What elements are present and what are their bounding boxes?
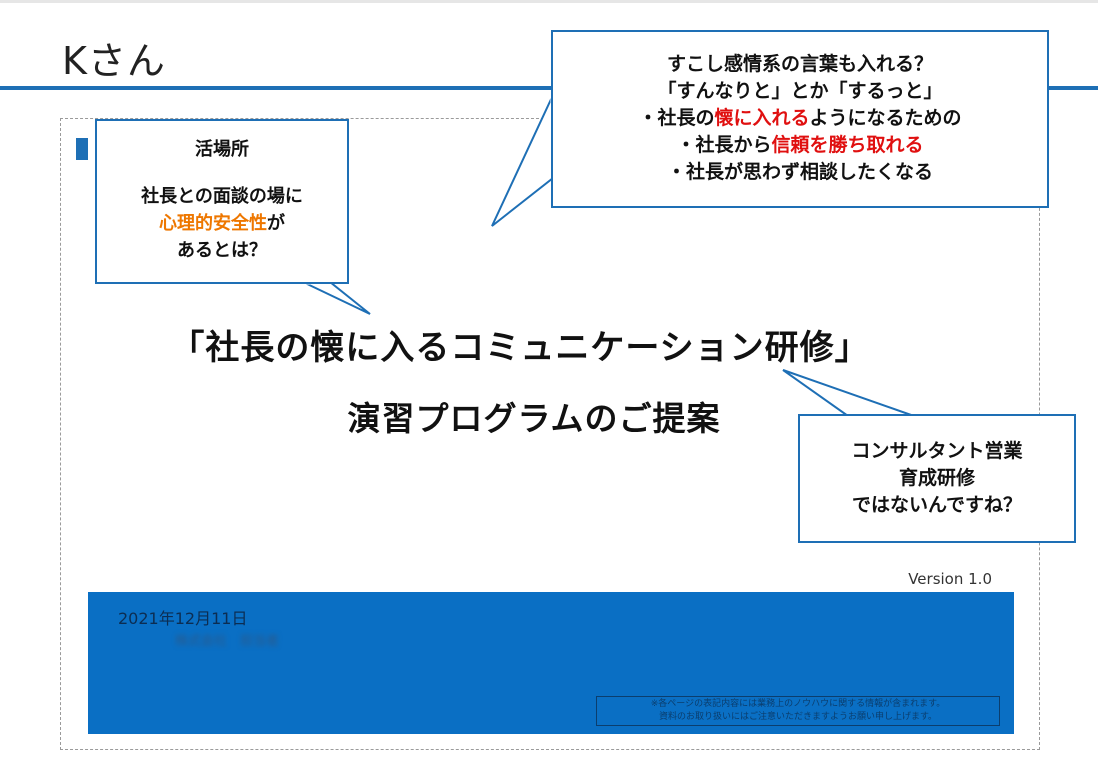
callout-top-line1: すこし感情系の言葉も入れる？ [666, 53, 933, 75]
slide-subtitle: 演習プログラムのご提案 [347, 399, 721, 438]
psychological-safety-highlight: 心理的安全性 [159, 213, 267, 234]
callout-top-line3: ・社長の懐に入れるようになるための [553, 105, 1047, 132]
callout-top-line2: 「すんなりと」とか「するっと」 [657, 80, 943, 102]
callout-right-line2: 育成研修 [898, 467, 975, 489]
top-border [0, 0, 1098, 3]
callout-top-line3-suffix: ようになるための [809, 107, 962, 129]
left-callout-tail [302, 281, 371, 315]
footer-date: 2021年12月11日 [118, 609, 248, 628]
callout-left-line2: 心理的安全性が [97, 210, 347, 237]
callout-left-line2-suffix: が [267, 213, 285, 234]
version-label: Version 1.0 [908, 570, 992, 588]
callout-left-heading: 活場所 [195, 139, 249, 160]
title-underline [0, 86, 1098, 90]
callout-top-line4-prefix: ・社長から [676, 134, 772, 156]
callout-right: コンサルタント営業 育成研修 ではないんですね？ [798, 414, 1076, 543]
callout-top: すこし感情系の言葉も入れる？ 「すんなりと」とか「するっと」 ・社長の懐に入れる… [551, 30, 1049, 208]
callout-left: 活場所 社長との面談の場に 心理的安全性が あるとは？ [95, 119, 349, 284]
callout-top-line3-highlight: 懐に入れる [714, 107, 810, 129]
notice-line-2: 資料のお取り扱いにはご注意いただきますようお願い申し上げます。 [658, 712, 938, 722]
right-callout-tail [782, 369, 915, 417]
callout-right-line3: ではないんですね？ [851, 494, 1023, 516]
confidentiality-notice: ※各ページの表記内容には業務上のノウハウに関する情報が含まれます。 資料のお取り… [596, 696, 1000, 726]
callout-top-line4: ・社長から信頼を勝ち取れる [553, 132, 1047, 159]
callout-top-line5: ・社長が思わず相談したくなる [666, 161, 933, 183]
callout-left-line1: 社長との面談の場に [141, 186, 303, 207]
notice-line-1: ※各ページの表記内容には業務上のノウハウに関する情報が含まれます。 [650, 699, 946, 709]
top-callout-tail [491, 94, 554, 227]
callout-left-line3: あるとは？ [177, 240, 267, 261]
footer-presenter-blurred: 株式会社 担当者 [175, 634, 280, 649]
callout-top-line3-prefix: ・社長の [638, 107, 715, 129]
callout-right-line1: コンサルタント営業 [851, 440, 1023, 462]
callout-top-line4-highlight: 信頼を勝ち取れる [771, 134, 924, 156]
page-title: Kさん [62, 39, 166, 83]
slide-title-marker [76, 138, 88, 160]
footer-band [88, 592, 1014, 734]
slide-main-title: 「社長の懐に入るコミュニケーション研修」 [170, 328, 870, 368]
